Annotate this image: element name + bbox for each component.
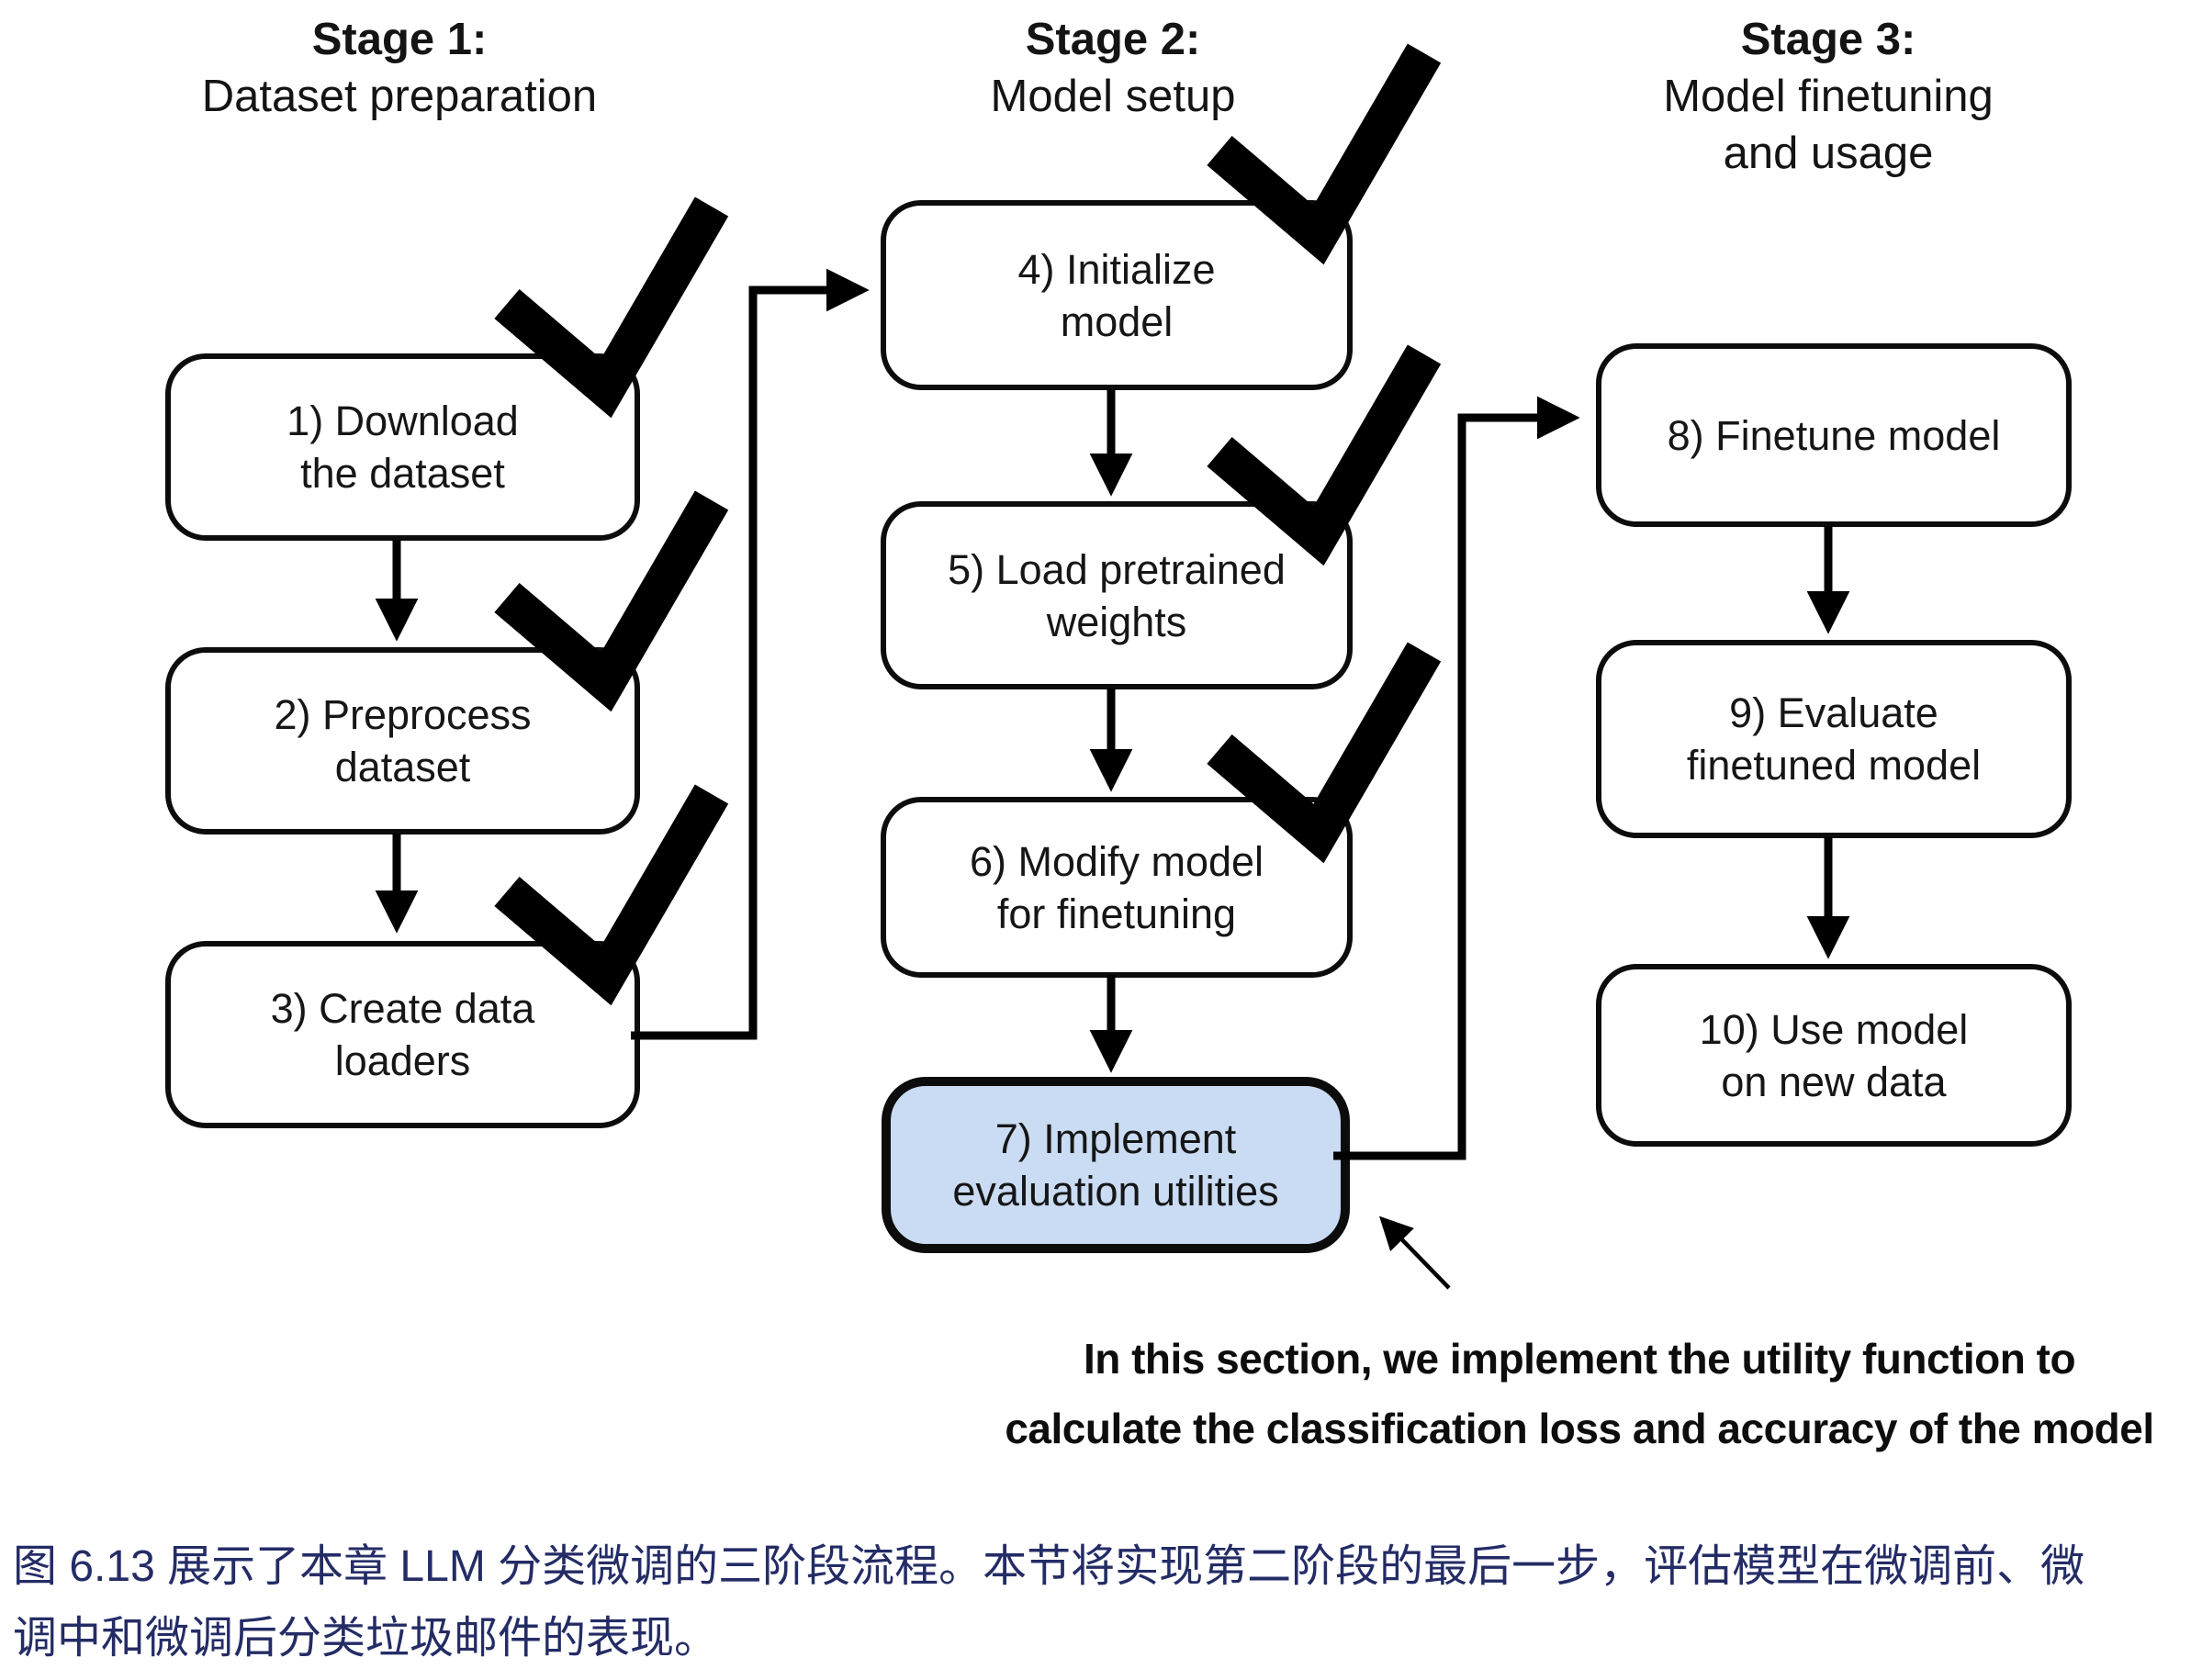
annotation-arrow: [1378, 1215, 1451, 1290]
flow-box-7-line-1: 7) Implement: [994, 1115, 1237, 1162]
flow-box-1-line-1: 1) Download: [286, 398, 519, 444]
flow-box-10-use-model-new-data: 10) Use model on new data: [1596, 964, 2072, 1147]
flow-box-5-line-2: weights: [1046, 598, 1187, 645]
annotation-text: In this section, we implement the utilit…: [955, 1324, 2202, 1463]
stage-2-title: Stage 2:: [1025, 15, 1201, 64]
flow-box-9-line-1: 9) Evaluate: [1729, 689, 1938, 736]
stage-1-subtitle: Dataset preparation: [201, 72, 598, 121]
flow-box-3-line-2: loaders: [334, 1037, 471, 1084]
flow-box-8-finetune-model: 8) Finetune model: [1596, 343, 2072, 527]
flow-box-8-line-1: 8) Finetune model: [1667, 411, 2001, 459]
flow-box-6-modify-model: 6) Modify model for finetuning: [881, 797, 1353, 978]
annotation-line-2: calculate the classification loss and ac…: [1005, 1405, 2154, 1452]
flow-box-1-download-dataset: 1) Download the dataset: [165, 353, 640, 541]
elbow-connector-box3-to-box4: [631, 268, 870, 1040]
flow-box-7-implement-evaluation-utilities: 7) Implement evaluation utilities: [882, 1077, 1350, 1253]
stage-3-subtitle-line-2: and usage: [1723, 129, 1934, 178]
stage-3-header: Stage 3: Model finetuning and usage: [1507, 11, 2150, 182]
figure-caption: 图 6.13 展示了本章 LLM 分类微调的三阶段流程。本节将实现第二阶段的最后…: [13, 1531, 2198, 1674]
flow-box-9-line-2: finetuned model: [1686, 742, 1982, 789]
flow-box-2-preprocess-dataset: 2) Preprocess dataset: [165, 647, 640, 834]
stage-2-subtitle: Model setup: [990, 72, 1236, 121]
flow-box-10-line-2: on new data: [1721, 1058, 1947, 1105]
flow-box-6-line-1: 6) Modify model: [969, 837, 1264, 885]
flow-box-3-create-data-loaders: 3) Create data loaders: [165, 941, 640, 1128]
flow-box-10-line-1: 10) Use model: [1699, 1005, 1969, 1053]
flow-box-4-initialize-model: 4) Initialize model: [881, 200, 1353, 390]
flow-box-4-line-1: 4) Initialize: [1017, 245, 1216, 293]
flow-box-1-line-2: the dataset: [300, 450, 505, 497]
flow-box-3-line-1: 3) Create data: [270, 985, 535, 1032]
flow-box-9-evaluate-finetuned-model: 9) Evaluate finetuned model: [1596, 640, 2072, 838]
stage-1-header: Stage 1: Dataset preparation: [78, 11, 721, 125]
stage-2-header: Stage 2: Model setup: [792, 11, 1434, 125]
flow-box-5-load-pretrained-weights: 5) Load pretrained weights: [881, 501, 1353, 689]
flow-box-2-line-2: dataset: [334, 744, 471, 790]
caption-line-2: 调中和微调后分类垃圾邮件的表现。: [13, 1614, 719, 1663]
annotation-line-1: In this section, we implement the utilit…: [1083, 1335, 2076, 1383]
flow-box-7-line-2: evaluation utilities: [952, 1168, 1279, 1215]
flow-box-2-line-1: 2) Preprocess: [274, 691, 532, 738]
stage-3-subtitle-line-1: Model finetuning: [1663, 72, 1994, 121]
flow-box-6-line-2: for finetuning: [996, 890, 1237, 937]
flow-box-4-line-2: model: [1060, 297, 1174, 345]
elbow-connector-box7-to-box8: [1333, 396, 1580, 1160]
caption-line-1: 图 6.13 展示了本章 LLM 分类微调的三阶段流程。本节将实现第二阶段的最后…: [13, 1542, 2085, 1591]
stage-3-title: Stage 3:: [1740, 15, 1916, 64]
flow-box-5-line-1: 5) Load pretrained: [948, 545, 1286, 593]
stage-1-title: Stage 1:: [311, 15, 488, 64]
